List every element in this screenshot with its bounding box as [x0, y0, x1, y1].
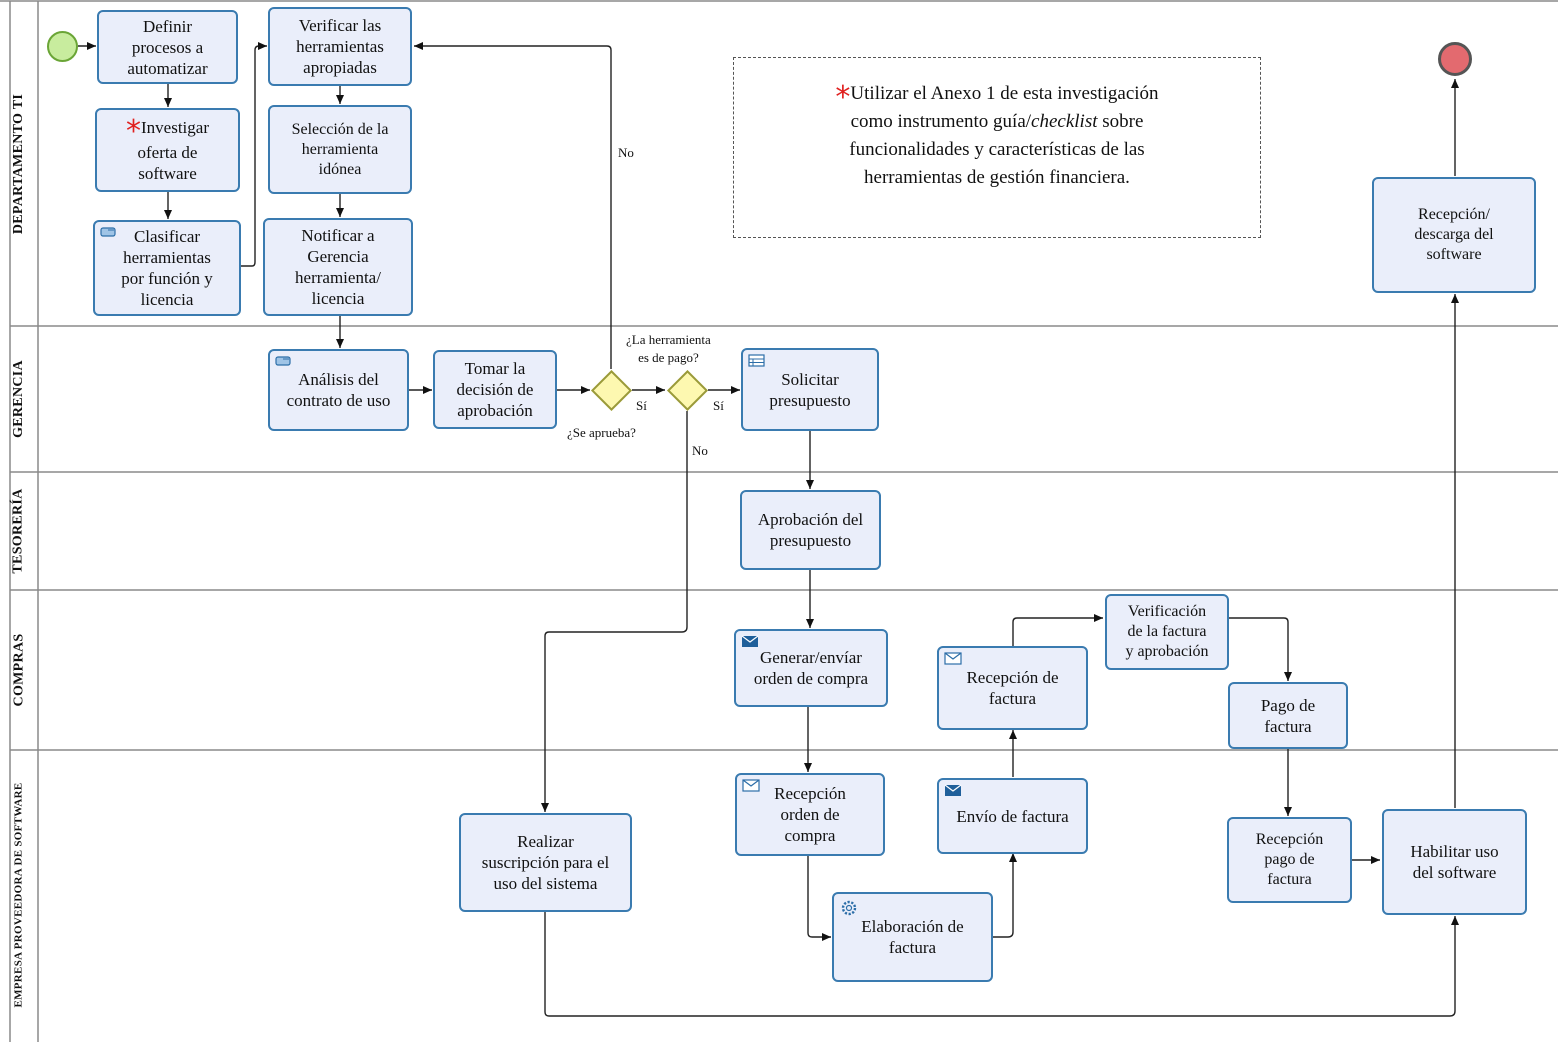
task-analisis-contrato: Análisis del contrato de uso	[268, 349, 409, 431]
lane-compras: COMPRAS	[11, 633, 26, 707]
task-notificar-gerencia: Notificar a Gerencia herramienta/ licenc…	[263, 218, 413, 316]
task-recepcion-descarga: Recepción/ descarga del software	[1372, 177, 1536, 293]
task-solicitar-presupuesto: Solicitar presupuesto	[741, 348, 879, 431]
task-habilitar-software: Habilitar uso del software	[1382, 809, 1527, 915]
task-verificacion-factura: Verificación de la factura y aprobación	[1105, 594, 1229, 670]
flow-recepcion-factura-verificacion	[1012, 614, 1103, 646]
lane-departamento-ti: DEPARTAMENTO TI	[11, 93, 26, 234]
checklist-marker-icon: *	[835, 80, 851, 115]
task-seleccion-herramienta: Selección de la herramienta idónea	[268, 105, 412, 194]
task-envio-factura: Envío de factura	[937, 778, 1088, 854]
task-aprobacion-presupuesto: Aprobación del presupuesto	[740, 490, 881, 570]
send-envelope-icon	[741, 635, 759, 648]
task-realizar-suscripcion: Realizar suscripción para el uso del sis…	[459, 813, 632, 912]
task-verificar-herramientas: Verificar las herramientas apropiadas	[268, 7, 412, 86]
flow-clasificar-verificar	[241, 42, 267, 267]
text-annotation: *Utilizar el Anexo 1 de esta investigaci…	[733, 57, 1261, 238]
manual-task-icon	[275, 355, 293, 367]
end-event	[1438, 42, 1472, 76]
task-clasificar-herramientas: Clasificar herramientas por función y li…	[93, 220, 241, 316]
task-recepcion-factura: Recepción de factura	[937, 646, 1088, 730]
task-recepcion-pago: Recepción pago de factura	[1227, 817, 1352, 903]
task-elaboracion-factura: Elaboración de factura	[832, 892, 993, 982]
flow-label-no-top: No	[618, 145, 634, 160]
lane-tesoreria: TESORERÍA	[11, 488, 27, 574]
flow-gw1-no	[414, 42, 612, 369]
checklist-marker-icon: *	[126, 113, 141, 149]
task-recepcion-orden: Recepción orden de compra	[735, 773, 885, 856]
receive-envelope-icon	[944, 652, 962, 665]
flow-label-si-2: Sí	[713, 398, 724, 413]
flow-label-no-bottom: No	[692, 443, 708, 458]
receive-envelope-icon	[742, 779, 760, 792]
flow-elaboracion-envio	[993, 853, 1017, 938]
task-definir-procesos: Definir procesos a automatizar	[97, 10, 238, 84]
business-rule-icon	[748, 354, 766, 368]
gateway-label-se-aprueba: ¿Se aprueba?	[567, 425, 636, 440]
task-generar-orden: Generar/envíar orden de compra	[734, 629, 888, 707]
send-envelope-icon	[944, 784, 962, 797]
task-tomar-decision: Tomar la decisión de aprobación	[433, 350, 557, 429]
service-gear-icon	[839, 898, 859, 918]
flow-gw2-no	[541, 411, 688, 812]
start-event	[47, 31, 78, 62]
sequence-flows	[78, 42, 1459, 1017]
manual-task-icon	[100, 226, 118, 238]
flow-verificacion-pago	[1229, 617, 1292, 681]
lane-gerencia: GERENCIA	[11, 360, 27, 438]
flow-realizar-habilitar	[544, 912, 1459, 1017]
flow-recepcion-orden-elaboracion	[807, 856, 831, 941]
lane-empresa-proveedora: EMPRESA PROVEEDORA DE SOFTWARE	[13, 782, 25, 1008]
flow-label-si-1: Sí	[636, 398, 647, 413]
task-pago-factura: Pago de factura	[1228, 682, 1348, 749]
